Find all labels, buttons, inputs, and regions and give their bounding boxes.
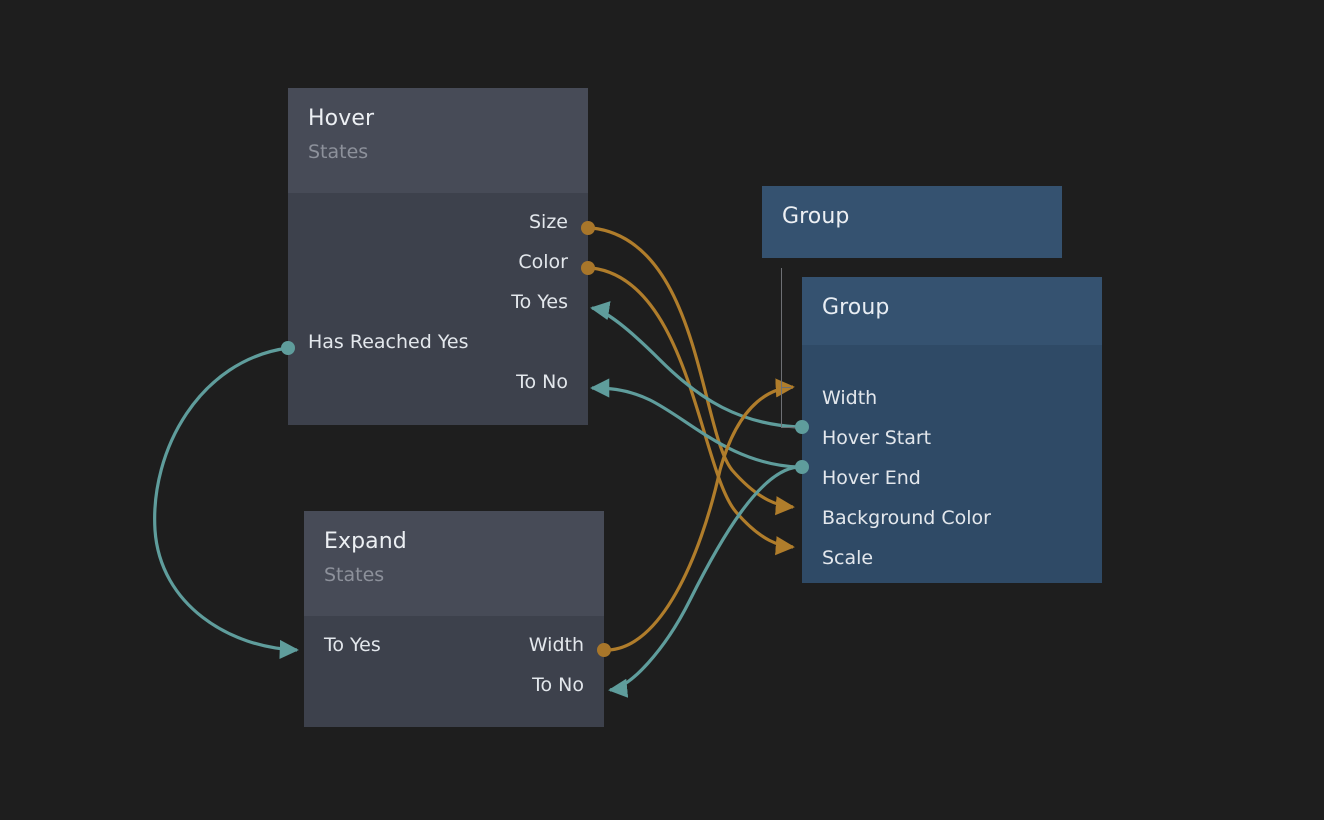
edge-group-hover-end-to-hover-to-no: [590, 378, 799, 469]
node-expand-subtitle: States: [324, 564, 385, 586]
node-hover-body: Size Color To Yes Has Reached Yes To No: [288, 193, 588, 425]
port-group-in-width[interactable]: Width: [822, 387, 878, 409]
node-group-header: Group: [802, 277, 1102, 345]
edge-hover-color-to-group-scale: [591, 266, 795, 556]
group-tree-line-tick: [781, 387, 791, 388]
port-group-in-background-color[interactable]: Background Color: [822, 507, 991, 529]
edge-group-hover-start-to-hover-to-yes: [590, 301, 799, 429]
port-hover-out-size[interactable]: Size: [528, 211, 568, 233]
group-banner[interactable]: Group: [762, 186, 1062, 258]
port-hover-out-to-no[interactable]: To No: [516, 371, 568, 393]
node-expand-body: To Yes Width To No: [304, 616, 604, 727]
socket-expand-width[interactable]: [597, 643, 611, 657]
socket-group-hover-start[interactable]: [795, 420, 809, 434]
node-hover-title: Hover: [308, 106, 375, 131]
group-tree-line-vertical-lower: [781, 388, 782, 428]
group-banner-title: Group: [782, 204, 850, 229]
node-hover[interactable]: Hover States Size Color To Yes Has Reach…: [288, 88, 588, 425]
port-hover-out-to-yes[interactable]: To Yes: [511, 291, 568, 313]
port-group-in-scale[interactable]: Scale: [822, 547, 874, 569]
node-expand-title: Expand: [324, 529, 407, 554]
node-group-title: Group: [822, 295, 890, 320]
port-hover-in-has-reached-yes[interactable]: Has Reached Yes: [308, 331, 469, 353]
socket-hover-has-reached-yes[interactable]: [281, 341, 295, 355]
node-hover-subtitle: States: [308, 141, 369, 163]
port-expand-out-to-no[interactable]: To No: [532, 674, 584, 696]
port-hover-out-color[interactable]: Color: [518, 251, 568, 273]
edge-group-hover-end-to-expand-to-no: [608, 465, 799, 698]
port-group-in-hover-start[interactable]: Hover Start: [822, 427, 932, 449]
port-expand-in-to-yes[interactable]: To Yes: [324, 634, 381, 656]
edge-hover-size-to-group-background-color: [591, 226, 795, 516]
port-group-in-hover-end[interactable]: Hover End: [822, 467, 921, 489]
node-expand[interactable]: Expand States To Yes Width To No: [304, 511, 604, 727]
socket-hover-color[interactable]: [581, 261, 595, 275]
edge-hover-has-reached-yes-to-expand-to-yes: [153, 346, 299, 660]
node-hover-header: Hover States: [288, 88, 588, 193]
port-expand-out-width[interactable]: Width: [528, 634, 584, 656]
node-group-body: Width Hover Start Hover End Background C…: [802, 345, 1102, 583]
group-tree-line-vertical: [781, 268, 782, 388]
node-expand-header: Expand States: [304, 511, 604, 616]
socket-group-hover-end[interactable]: [795, 460, 809, 474]
edge-expand-width-to-group-width: [607, 378, 795, 652]
socket-hover-size[interactable]: [581, 221, 595, 235]
node-group[interactable]: Group Width Hover Start Hover End Backgr…: [802, 277, 1102, 583]
